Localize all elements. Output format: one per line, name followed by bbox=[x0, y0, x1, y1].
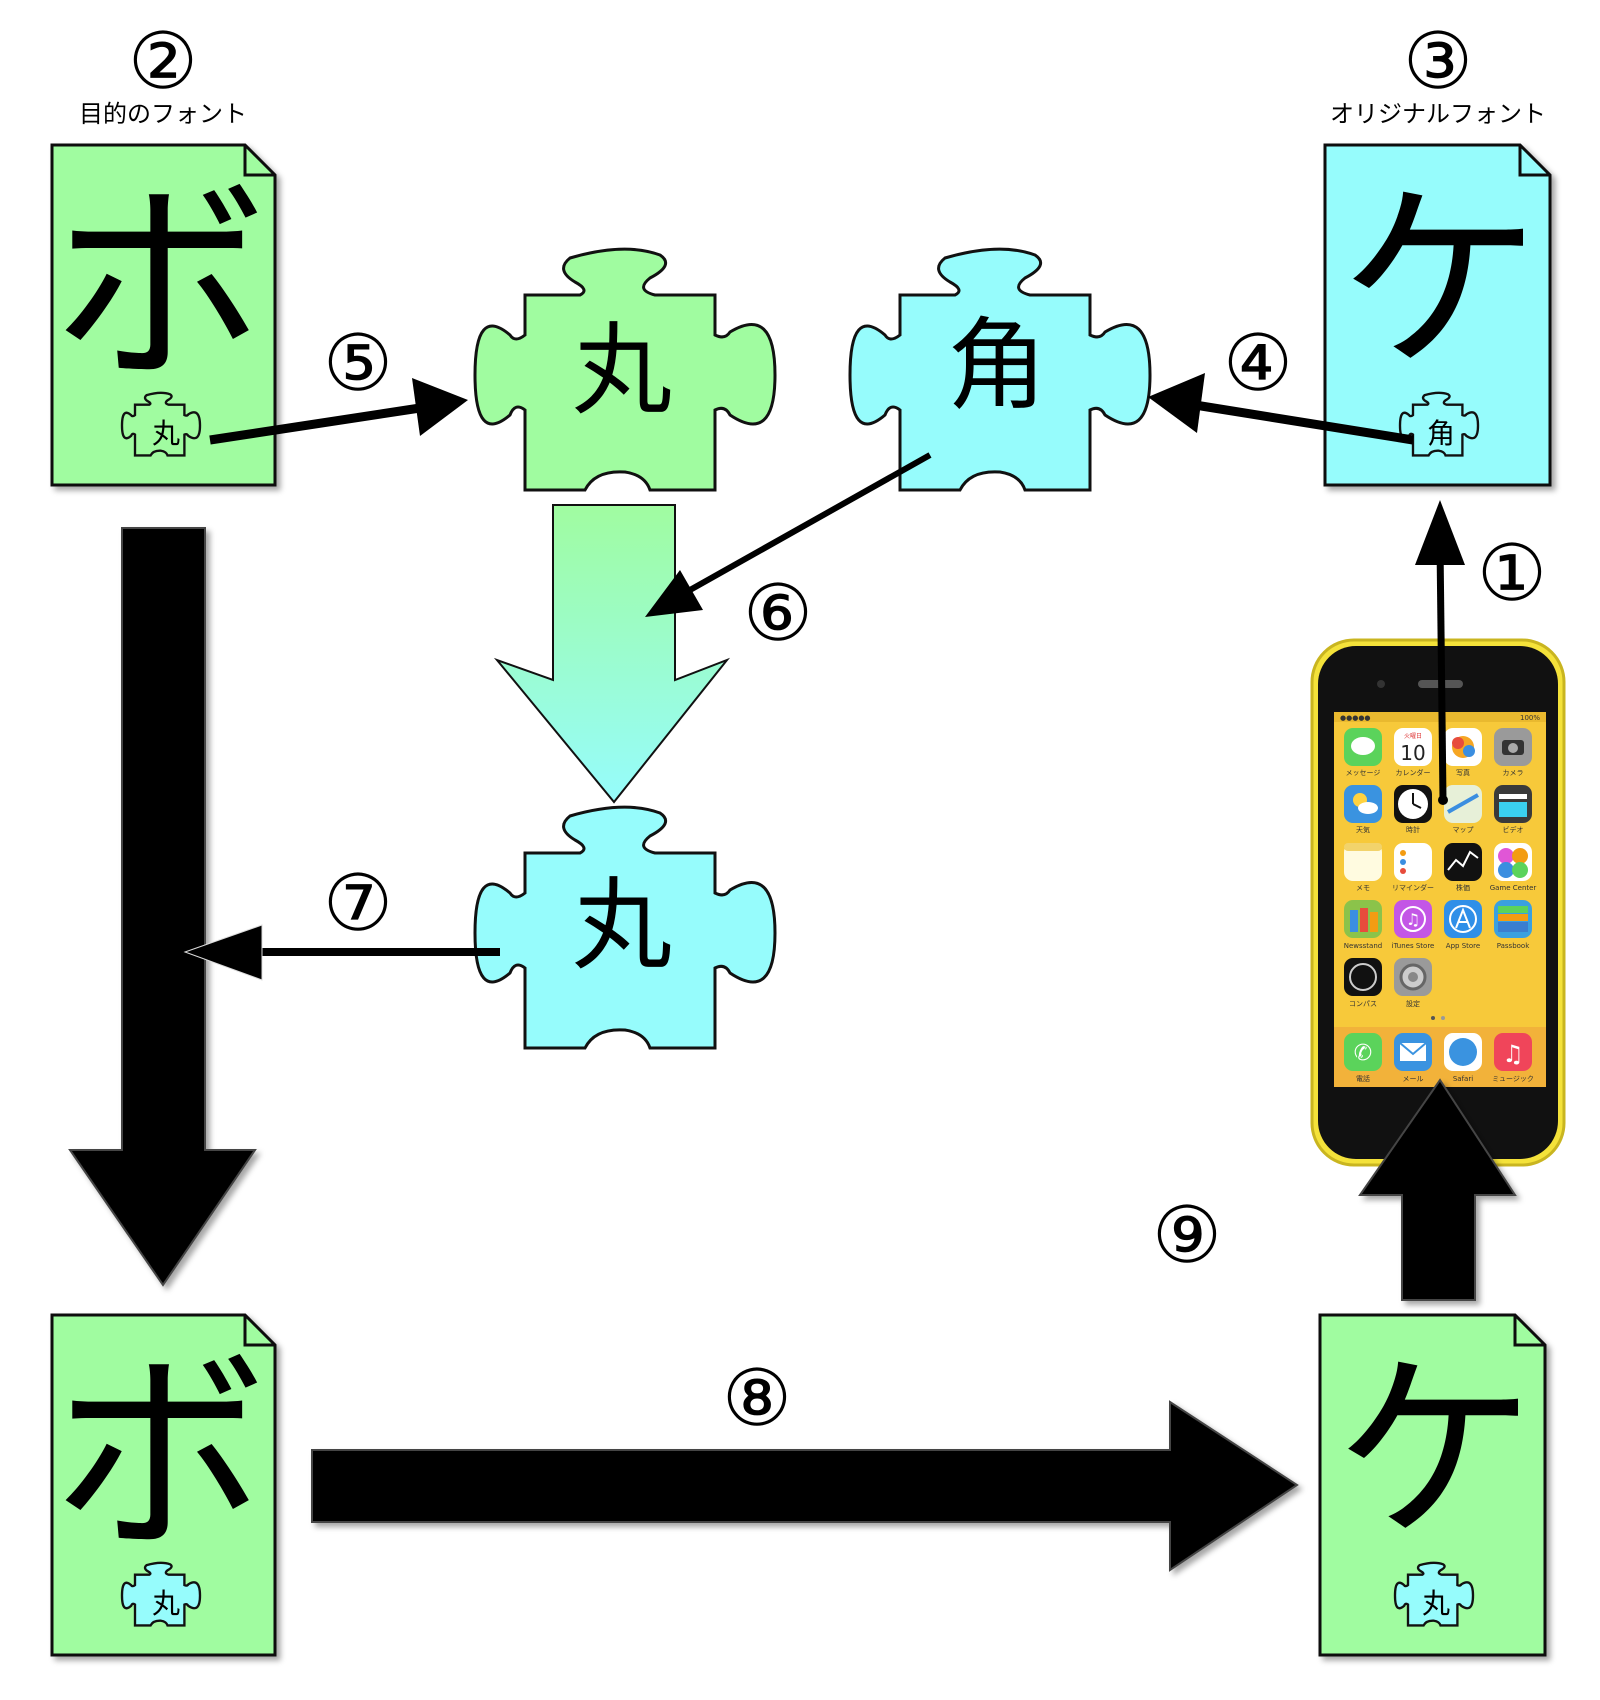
step-7: ⑦ bbox=[323, 859, 393, 949]
reminders-app-icon[interactable] bbox=[1394, 843, 1432, 881]
svg-text:●●●●●: ●●●●● bbox=[1340, 714, 1371, 722]
arrow-step1-line bbox=[1436, 544, 1447, 801]
svg-text:メッセージ: メッセージ bbox=[1346, 769, 1381, 777]
glyph-bo-bottom: ボ bbox=[53, 1330, 268, 1581]
arrow-step5-head bbox=[412, 378, 468, 436]
music-app-icon[interactable] bbox=[1494, 1033, 1532, 1071]
arrow-step4-line bbox=[1194, 400, 1414, 445]
svg-text:設定: 設定 bbox=[1406, 999, 1420, 1008]
step-5: ⑤ bbox=[323, 319, 393, 409]
label-target-font: 目的のフォント bbox=[79, 100, 247, 128]
svg-text:Game Center: Game Center bbox=[1490, 884, 1537, 892]
svg-text:Safari: Safari bbox=[1453, 1075, 1473, 1083]
arrow-step6-line bbox=[688, 452, 932, 593]
svg-text:カメラ: カメラ bbox=[1503, 769, 1524, 777]
glyph-kaku: 角 bbox=[947, 307, 1047, 424]
step-4: ④ bbox=[1223, 319, 1293, 409]
svg-text:Passbook: Passbook bbox=[1497, 942, 1530, 950]
transform-arrow bbox=[493, 504, 731, 804]
svg-text:写真: 写真 bbox=[1456, 768, 1470, 777]
svg-text:♫: ♫ bbox=[1406, 910, 1420, 929]
stocks-app-icon[interactable] bbox=[1444, 843, 1482, 881]
step-9: ⑨ bbox=[1152, 1191, 1222, 1281]
svg-text:10: 10 bbox=[1400, 741, 1425, 765]
mini-glyph-maru-bottom-left: 丸 bbox=[152, 1587, 180, 1620]
svg-text:♫: ♫ bbox=[1502, 1040, 1524, 1068]
phone-app-icon[interactable] bbox=[1344, 1033, 1382, 1071]
glyph-maru-green: 丸 bbox=[572, 312, 672, 429]
step-6: ⑥ bbox=[743, 569, 813, 659]
mini-glyph-kaku: 角 bbox=[1427, 417, 1455, 450]
glyph-bo-top: ボ bbox=[53, 160, 268, 411]
result-font-file bbox=[1318, 1313, 1547, 1657]
notes-app-icon[interactable] bbox=[1344, 843, 1382, 881]
calendar-app-icon[interactable] bbox=[1394, 728, 1432, 766]
svg-text:カレンダー: カレンダー bbox=[1396, 768, 1431, 777]
arrow-step4-head bbox=[1148, 373, 1205, 433]
svg-text:株価: 株価 bbox=[1456, 883, 1470, 892]
arrow-step6-head bbox=[645, 570, 703, 617]
arrow-up-big bbox=[1358, 1078, 1517, 1301]
target-font-file-bottom bbox=[50, 1313, 277, 1657]
arrow-step1-head bbox=[1415, 500, 1465, 565]
arrow-step5-line bbox=[209, 403, 421, 445]
step-8: ⑧ bbox=[722, 1354, 792, 1444]
svg-text:リマインダー: リマインダー bbox=[1392, 883, 1434, 892]
svg-text:火曜日: 火曜日 bbox=[1404, 733, 1422, 740]
mini-glyph-maru-bottom-right: 丸 bbox=[1422, 1587, 1450, 1620]
arrow-step7-head bbox=[183, 924, 263, 981]
label-original-font: オリジナルフォント bbox=[1330, 100, 1546, 128]
svg-text:iTunes Store: iTunes Store bbox=[1392, 942, 1435, 950]
svg-text:時計: 時計 bbox=[1406, 825, 1420, 834]
svg-text:ビデオ: ビデオ bbox=[1503, 825, 1524, 834]
glyph-ke-top: ケ bbox=[1340, 165, 1540, 398]
game-center-app-icon[interactable] bbox=[1494, 843, 1532, 881]
target-font-file bbox=[50, 143, 277, 487]
mini-glyph-maru-top-left: 丸 bbox=[152, 417, 180, 450]
svg-text:App Store: App Store bbox=[1446, 942, 1480, 950]
svg-text:ミュージック: ミュージック bbox=[1492, 1075, 1534, 1083]
svg-text:メール: メール bbox=[1403, 1075, 1424, 1083]
glyph-ke-bottom: ケ bbox=[1335, 1335, 1535, 1568]
svg-text:✆: ✆ bbox=[1354, 1041, 1372, 1066]
svg-text:コンパス: コンパス bbox=[1349, 1000, 1377, 1008]
svg-text:天気: 天気 bbox=[1356, 825, 1370, 834]
step-3: ③ bbox=[1403, 17, 1473, 107]
svg-text:マップ: マップ bbox=[1453, 826, 1474, 834]
svg-text:メモ: メモ bbox=[1356, 884, 1370, 892]
arrow-right-big bbox=[311, 1400, 1299, 1572]
svg-text:Newsstand: Newsstand bbox=[1344, 942, 1382, 950]
svg-text:電話: 電話 bbox=[1356, 1074, 1370, 1083]
step-1: ① bbox=[1477, 529, 1547, 619]
glyph-maru-cyan: 丸 bbox=[572, 867, 672, 984]
arrow-down-big bbox=[68, 527, 257, 1287]
itunes-store-app-icon[interactable] bbox=[1394, 900, 1432, 938]
step-2: ② bbox=[128, 17, 198, 107]
status-battery: 100% bbox=[1520, 714, 1540, 722]
